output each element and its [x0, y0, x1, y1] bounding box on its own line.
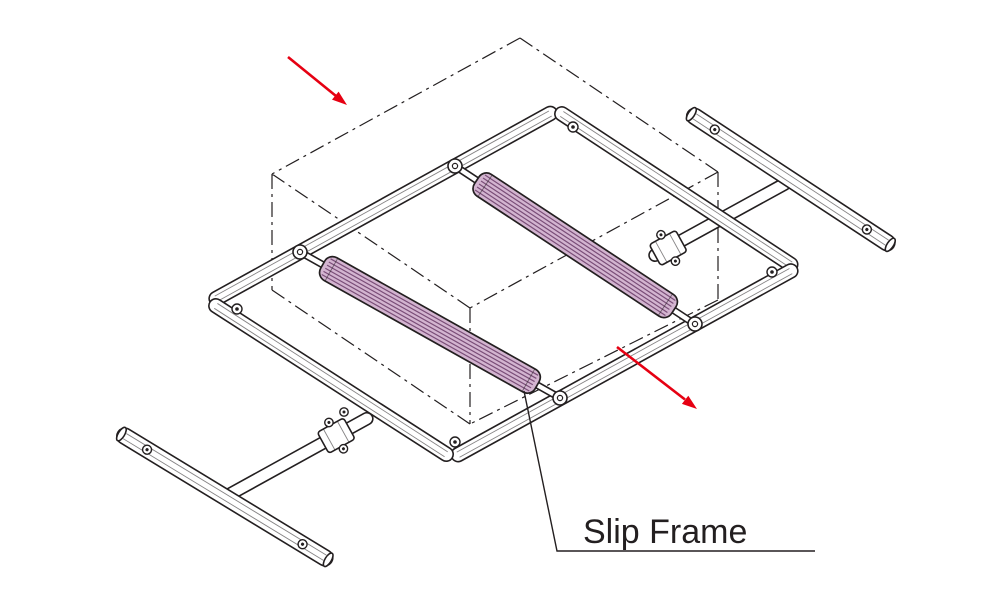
clamp-bolt-dot	[673, 259, 677, 263]
corner-bolt-dot	[770, 270, 774, 274]
tube-contour-line	[214, 110, 550, 297]
roller-hatch	[474, 174, 676, 317]
corner-bolt-dot	[235, 307, 239, 311]
rail-bottom-left	[208, 297, 454, 463]
arrow-head	[332, 91, 347, 105]
tube-contour-line	[559, 115, 790, 268]
rail-tube	[208, 297, 454, 463]
clamp-bolt-dot	[327, 420, 331, 424]
bracket-bolt-dot	[342, 410, 346, 414]
phantom-box	[271, 37, 719, 425]
roller-hatch	[321, 258, 539, 392]
clamp-contour-line	[336, 421, 350, 443]
roller-mounts	[292, 158, 703, 406]
tube-contour-line	[696, 113, 889, 241]
handle-crossbar	[115, 426, 334, 568]
clamp-contour-line	[322, 428, 336, 451]
slip-frame-roller	[318, 255, 542, 395]
bearing-mount-dot	[296, 248, 304, 256]
direction-arrow-lower-icon	[616, 345, 697, 409]
crossbar-bolt-dot	[713, 127, 717, 132]
tube-contour-line	[217, 303, 448, 453]
handle-stem	[223, 411, 374, 501]
tube-contour-line	[126, 433, 327, 556]
crossbar-bolt-dot	[865, 227, 869, 232]
frame-rails	[208, 105, 799, 463]
tube-contour-line	[563, 111, 793, 263]
slip-frame-label: Slip Frame	[583, 513, 747, 551]
leader-line	[523, 390, 815, 552]
tube-contour-line	[214, 307, 445, 458]
arrow-shaft	[616, 345, 686, 401]
tube-end-cap	[322, 552, 334, 568]
slip-frame-roller	[472, 172, 679, 319]
frame-corner-bolts	[231, 121, 778, 448]
bearing-mount-dot	[556, 394, 564, 402]
handle-bottom-left	[115, 411, 374, 568]
crossbar-bolt-dot	[145, 448, 149, 452]
slip-frame-roller-upper	[453, 163, 697, 327]
crossbar-bolt-dot	[300, 542, 305, 546]
arrow-head	[681, 395, 697, 409]
corner-bolt-dot	[453, 440, 457, 444]
tube-contour-line	[123, 438, 324, 561]
roller-end-ring	[658, 294, 673, 316]
handle-crossbar	[685, 106, 897, 253]
tube-end-cap	[884, 237, 897, 253]
roller-end-ring	[521, 369, 535, 392]
direction-arrow-upper-icon	[287, 55, 347, 105]
bearing-mount-dot	[451, 162, 459, 170]
corner-bolt-dot	[571, 125, 575, 129]
clamp-bolt-dot	[341, 447, 345, 451]
clamp-bolt-dot	[659, 233, 663, 237]
bearing-mount-dot	[691, 320, 699, 328]
tube-contour-line	[459, 273, 793, 458]
tube-end-cap	[685, 106, 698, 122]
stem-tube	[223, 411, 374, 501]
roller-end-ring	[324, 258, 338, 281]
clamp-contour-line	[655, 241, 668, 263]
arrow-shaft	[287, 55, 337, 98]
clamp-contour-line	[669, 233, 682, 255]
tube-contour-line	[217, 115, 552, 302]
tube-contour-line	[692, 118, 886, 246]
tube-contour-line	[456, 268, 790, 453]
roller-end-ring	[477, 175, 493, 197]
